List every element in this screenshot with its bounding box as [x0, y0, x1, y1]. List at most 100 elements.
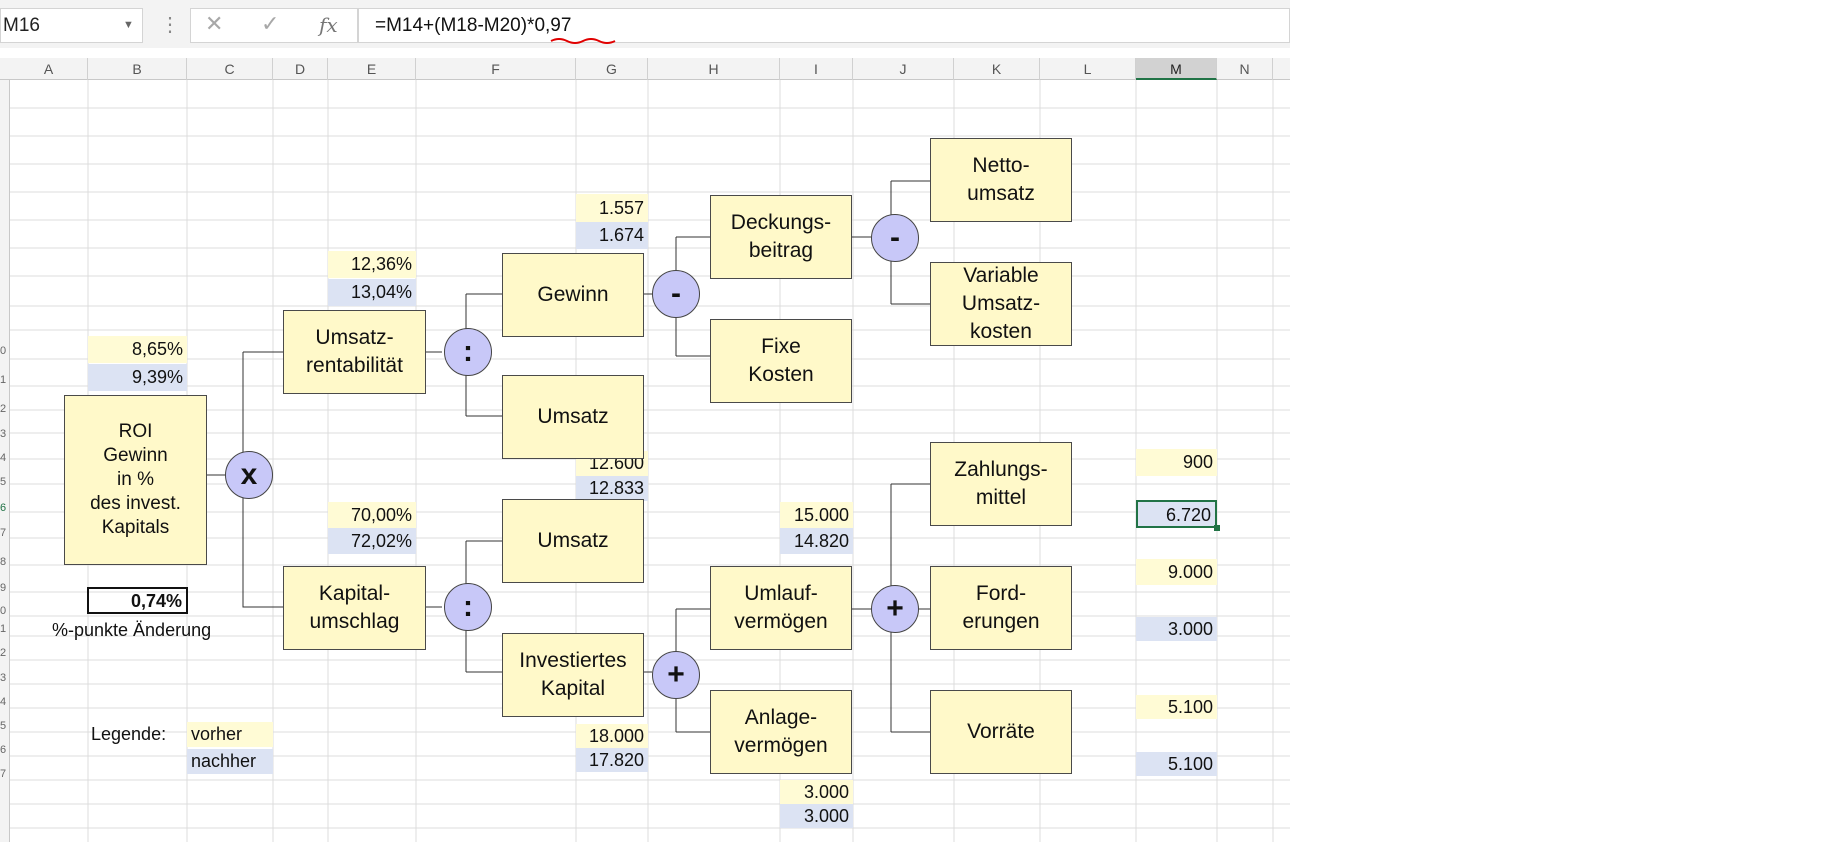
col-D[interactable]: D [273, 58, 328, 80]
plus-operator-ik: + [652, 651, 700, 699]
ik-vorher-value[interactable]: 18.000 [576, 724, 648, 748]
umsatz-top-box[interactable]: Umsatz [502, 375, 644, 459]
umlaufvermoegen-label: Umlauf- vermögen [734, 582, 828, 633]
zahlungsmittel-box[interactable]: Zahlungs- mittel [930, 442, 1072, 526]
umsatz-bottom-label: Umsatz [537, 529, 609, 552]
investiertes-kapital-box[interactable]: Investiertes Kapital [502, 633, 644, 717]
ik-nachher-value[interactable]: 17.820 [576, 748, 648, 772]
ur-nachher-value[interactable]: 13,04% [328, 279, 416, 306]
vorraete-box[interactable]: Vorräte [930, 690, 1072, 774]
row-number[interactable]: 3 [0, 672, 7, 684]
row-number[interactable]: 0 [0, 605, 7, 617]
roi-label: ROI Gewinn in % des invest. Kapitals [90, 421, 181, 538]
zahlungsmittel-label: Zahlungs- mittel [954, 458, 1048, 509]
col-J[interactable]: J [853, 58, 954, 80]
fixe-kosten-box[interactable]: Fixe Kosten [710, 319, 852, 403]
col-K[interactable]: K [954, 58, 1040, 80]
umsatz-bottom-box[interactable]: Umsatz [502, 499, 644, 583]
cell-m16-selected[interactable]: 6.720 [1136, 500, 1217, 528]
enter-icon[interactable]: ✓ [261, 11, 280, 36]
roi-change-value[interactable]: 0,74% [87, 587, 188, 614]
cell-m23[interactable]: 5.100 [1136, 695, 1217, 719]
row-header: 0 1 2 3 4 5 6 7 8 9 0 1 2 3 4 5 6 7 [0, 80, 10, 842]
roi-change-label: %-punkte Änderung [52, 620, 212, 640]
cell-m14[interactable]: 900 [1136, 449, 1217, 476]
gewinn-vorher-value[interactable]: 1.557 [576, 194, 648, 222]
row-number[interactable]: 1 [0, 374, 7, 386]
row-number[interactable]: 7 [0, 527, 7, 539]
fixe-kosten-label: Fixe Kosten [748, 335, 814, 386]
col-L[interactable]: L [1040, 58, 1136, 80]
col-A[interactable]: A [10, 58, 88, 80]
variable-umsatzkosten-box[interactable]: Variable Umsatz- kosten [930, 262, 1072, 346]
kapitalumschlag-box[interactable]: Kapital- umschlag [283, 566, 426, 650]
forderungen-box[interactable]: Ford- erungen [930, 566, 1072, 650]
col-C[interactable]: C [187, 58, 273, 80]
roi-nachher-value[interactable]: 9,39% [88, 364, 187, 391]
formula-input[interactable]: =M14+(M18-M20)*0,97 [358, 8, 1290, 43]
nettoumsatz-label: Netto- umsatz [967, 154, 1035, 205]
row-number[interactable]: 7 [0, 768, 7, 780]
spellcheck-underline [550, 38, 616, 44]
ku-vorher-value[interactable]: 70,00% [328, 502, 416, 528]
row-number[interactable]: 6 [0, 744, 7, 756]
cell-m18[interactable]: 9.000 [1136, 559, 1217, 585]
uv-nachher-value[interactable]: 14.820 [780, 528, 853, 554]
col-M[interactable]: M [1136, 58, 1217, 80]
gewinn-label: Gewinn [537, 283, 609, 306]
row-number[interactable]: 5 [0, 720, 7, 732]
av-nachher-value[interactable]: 3.000 [780, 804, 853, 828]
umsatzrentabilitaet-box[interactable]: Umsatz- rentabilität [283, 310, 426, 394]
row-number[interactable]: 3 [0, 428, 7, 440]
cell-m20[interactable]: 3.000 [1136, 617, 1217, 641]
col-H[interactable]: H [648, 58, 780, 80]
col-B[interactable]: B [88, 58, 187, 80]
col-N[interactable]: N [1217, 58, 1273, 80]
chevron-down-icon[interactable]: ▼ [123, 19, 134, 31]
row-number[interactable]: 8 [0, 556, 7, 568]
roi-box[interactable]: ROI Gewinn in % des invest. Kapitals [64, 395, 207, 565]
cell-m25[interactable]: 5.100 [1136, 752, 1217, 776]
row-number[interactable]: 4 [0, 452, 7, 464]
row-number[interactable]: 2 [0, 647, 7, 659]
column-header: A B C D E F G H I J K L M N [0, 58, 1290, 80]
nettoumsatz-box[interactable]: Netto- umsatz [930, 138, 1072, 222]
umsatz-nachher-value[interactable]: 12.833 [576, 476, 648, 501]
function-icon[interactable]: fx [319, 13, 338, 37]
fill-handle[interactable] [1214, 525, 1220, 531]
gewinn-nachher-value[interactable]: 1.674 [576, 222, 648, 249]
roi-vorher-value[interactable]: 8,65% [88, 336, 187, 363]
col-E[interactable]: E [328, 58, 416, 80]
cancel-icon[interactable]: ✕ [205, 11, 224, 36]
av-vorher-value[interactable]: 3.000 [780, 780, 853, 804]
gewinn-box[interactable]: Gewinn [502, 253, 644, 337]
cell-grid [10, 80, 1290, 842]
col-G[interactable]: G [576, 58, 648, 80]
col-F[interactable]: F [416, 58, 576, 80]
more-options-icon[interactable]: ⋮ [160, 14, 180, 36]
investiertes-kapital-label: Investiertes Kapital [519, 649, 627, 700]
row-number[interactable]: 2 [0, 403, 7, 415]
legend-title: Legende: [91, 724, 167, 744]
umlaufvermoegen-box[interactable]: Umlauf- vermögen [710, 566, 852, 650]
row-number[interactable]: 0 [0, 345, 7, 357]
name-box[interactable]: M16 [0, 8, 143, 43]
legend-vorher: vorher [187, 722, 273, 747]
minus-operator-gewinn: - [652, 270, 700, 318]
row-number[interactable]: 4 [0, 696, 7, 708]
uv-vorher-value[interactable]: 15.000 [780, 502, 853, 528]
deckungsbeitrag-label: Deckungs- beitrag [730, 211, 832, 262]
plus-operator-uv: + [871, 585, 919, 633]
umsatz-top-label: Umsatz [537, 405, 609, 428]
col-I[interactable]: I [780, 58, 853, 80]
kapitalumschlag-label: Kapital- umschlag [309, 582, 400, 633]
row-number[interactable]: 5 [0, 476, 7, 488]
anlagevermoegen-box[interactable]: Anlage- vermögen [710, 690, 852, 774]
row-number[interactable]: 6 [0, 502, 7, 514]
row-number[interactable]: 1 [0, 623, 7, 635]
ku-nachher-value[interactable]: 72,02% [328, 528, 416, 554]
row-number[interactable]: 9 [0, 582, 7, 594]
umsatzrentabilitaet-label: Umsatz- rentabilität [306, 326, 403, 377]
deckungsbeitrag-box[interactable]: Deckungs- beitrag [710, 195, 852, 279]
ur-vorher-value[interactable]: 12,36% [328, 251, 416, 278]
